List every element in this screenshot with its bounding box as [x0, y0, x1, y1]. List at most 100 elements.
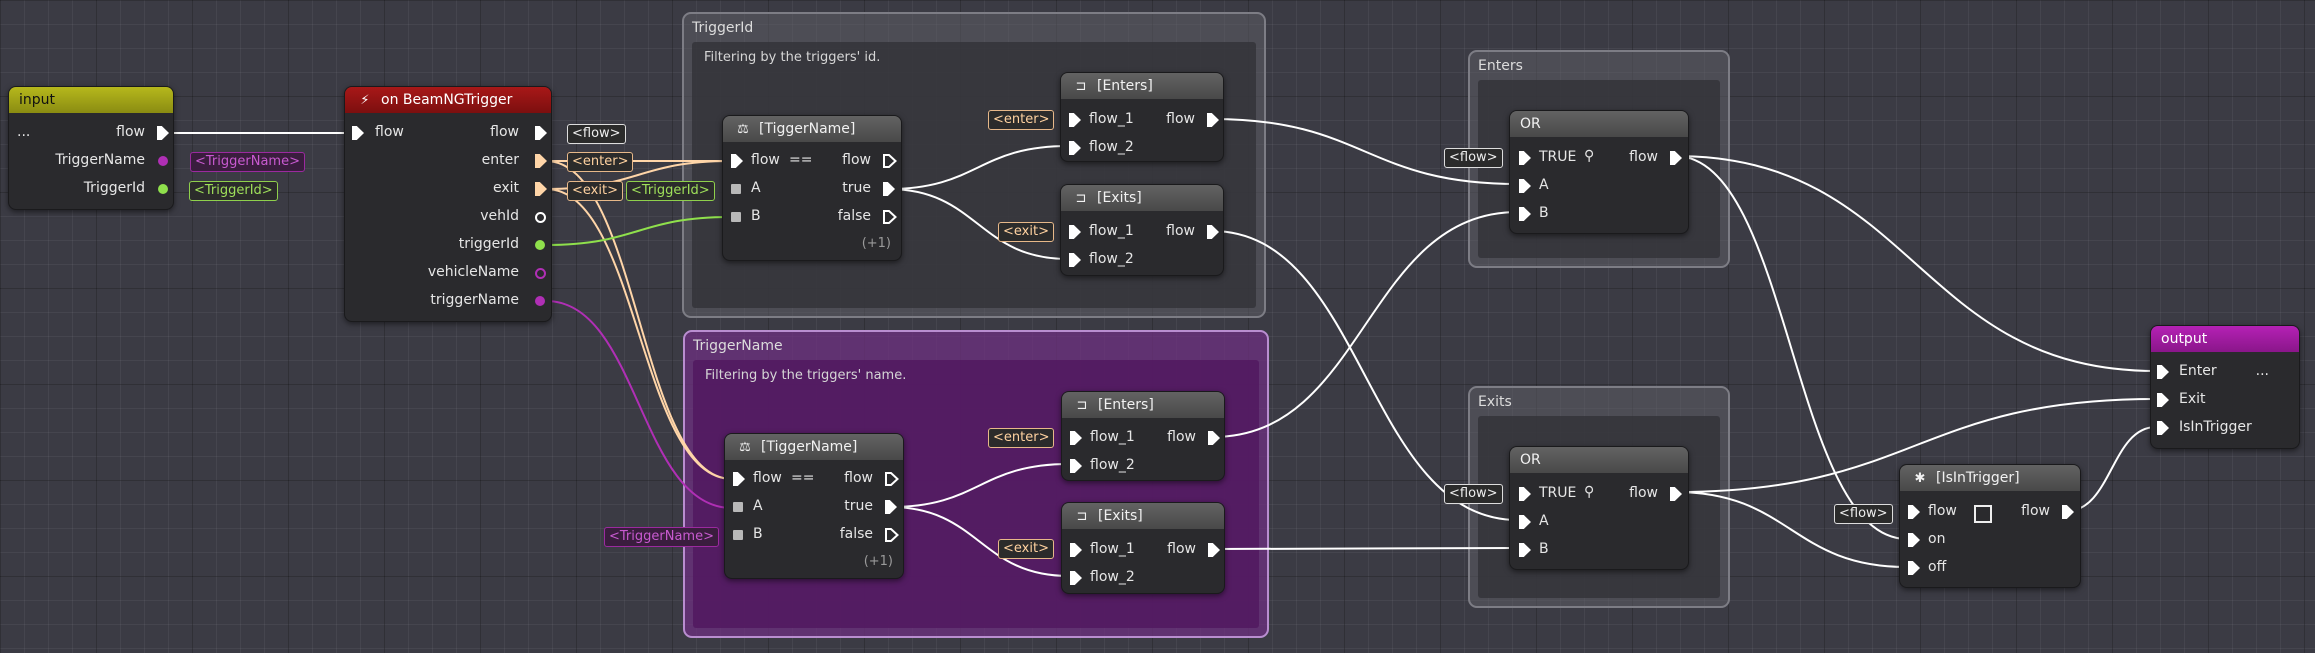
triggerid-out-pin[interactable] — [158, 184, 168, 194]
node-title: ✱[IsInTrigger] — [1900, 465, 2080, 491]
pin-label-flow: flow — [490, 124, 519, 140]
node-title-text: [Exits] — [1097, 190, 1142, 206]
false-out-pin[interactable] — [883, 210, 897, 224]
exit-out-pin[interactable] — [535, 182, 547, 196]
exit-in-pin[interactable] — [2157, 393, 2169, 407]
on-beamngtrigger-node[interactable]: ⚡on BeamNGTrigger flow flow enter exit v… — [344, 86, 552, 322]
exits-node[interactable]: ⊐[Exits] flow_1 flow flow_2 — [1060, 184, 1224, 276]
flow1-in-pin[interactable] — [1070, 431, 1082, 445]
tag-triggername: <TriggerName> — [604, 527, 719, 547]
enters-node[interactable]: ⊐[Enters] flow_1 flow flow_2 — [1060, 72, 1224, 162]
pin-label-b: B — [753, 526, 763, 542]
enter-in-pin[interactable] — [2157, 365, 2169, 379]
flow-in-pin[interactable] — [1908, 505, 1920, 519]
b-in-pin[interactable] — [1519, 207, 1531, 221]
pin-label-flow2: flow_2 — [1090, 569, 1135, 585]
pin-label-false: false — [837, 208, 871, 224]
flow2-in-pin[interactable] — [1069, 141, 1081, 155]
enters-node[interactable]: ⊐[Enters] flow_1 flow flow_2 — [1061, 391, 1225, 481]
gate-icon: ⊐ — [1076, 509, 1088, 524]
pin-label-exit: exit — [492, 180, 519, 196]
pin-label-b: B — [1539, 541, 1549, 557]
operator-label: == — [791, 470, 815, 486]
b-in-pin[interactable] — [733, 530, 743, 540]
exits-node[interactable]: ⊐[Exits] flow_1 flow flow_2 — [1061, 502, 1225, 594]
flow-out-pin[interactable] — [1208, 543, 1220, 557]
flow-out-pin[interactable] — [1670, 151, 1682, 165]
flow-out-pin[interactable] — [883, 154, 897, 168]
or-exits-node[interactable]: OR TRUE ⚲ flow A B — [1509, 446, 1689, 570]
more-pins-label[interactable]: (+1) — [863, 554, 893, 569]
flow-out-pin[interactable] — [1208, 431, 1220, 445]
true-out-pin[interactable] — [885, 500, 897, 514]
isintrigger-in-pin[interactable] — [2157, 421, 2169, 435]
flow-out-pin[interactable] — [2062, 505, 2074, 519]
pin-label-isintrigger: IsInTrigger — [2179, 419, 2252, 435]
search-icon[interactable]: ⚲ — [1584, 148, 1595, 164]
tag-triggerid: <TriggerId> — [626, 181, 715, 201]
triggername-out-pin[interactable] — [158, 156, 168, 166]
node-title: ⚡on BeamNGTrigger — [345, 87, 551, 113]
a-in-pin[interactable] — [733, 502, 743, 512]
flow-out-pin[interactable] — [1670, 487, 1682, 501]
true-out-pin[interactable] — [883, 182, 895, 196]
pin-label-flow-in: flow — [753, 470, 782, 486]
node-title-text: [TiggerName] — [761, 439, 858, 455]
value-checkbox[interactable] — [1974, 505, 1992, 523]
on-in-pin[interactable] — [1908, 533, 1920, 547]
node-title: OR — [1510, 111, 1688, 137]
pin-label-exit: Exit — [2179, 391, 2206, 407]
flow1-in-pin[interactable] — [1069, 113, 1081, 127]
flow-out-pin[interactable] — [157, 126, 169, 140]
flow2-in-pin[interactable] — [1070, 459, 1082, 473]
vehid-out-pin[interactable] — [535, 212, 546, 223]
a-in-pin[interactable] — [731, 184, 741, 194]
b-in-pin[interactable] — [731, 212, 741, 222]
compare-triggername-node[interactable]: ⚖[TiggerName] flow == flow A true B fals… — [724, 433, 904, 579]
flow2-in-pin[interactable] — [1070, 571, 1082, 585]
more-pins-label[interactable]: (+1) — [861, 236, 891, 251]
flow-out-pin[interactable] — [1207, 225, 1219, 239]
false-out-pin[interactable] — [885, 528, 899, 542]
flow1-in-pin[interactable] — [1070, 543, 1082, 557]
true-in-pin[interactable] — [1519, 151, 1531, 165]
node-title: ⊐[Exits] — [1062, 503, 1224, 529]
isintrigger-node[interactable]: ✱[IsInTrigger] flow flow on off — [1899, 464, 2081, 588]
enter-out-pin[interactable] — [535, 154, 547, 168]
off-in-pin[interactable] — [1908, 561, 1920, 575]
search-icon[interactable]: ⚲ — [1584, 484, 1595, 500]
or-enters-node[interactable]: OR TRUE ⚲ flow A B — [1509, 110, 1689, 234]
input-node[interactable]: input ... flow TriggerName TriggerId — [8, 86, 174, 210]
flow-out-pin[interactable] — [885, 472, 899, 486]
vehiclename-out-pin[interactable] — [535, 268, 546, 279]
tag-enter: <enter> — [567, 152, 634, 172]
triggername-out-pin[interactable] — [535, 296, 545, 306]
triggerid-out-pin[interactable] — [535, 240, 545, 250]
output-node[interactable]: output Enter ... Exit IsInTrigger — [2150, 325, 2300, 449]
flow1-in-pin[interactable] — [1069, 225, 1081, 239]
compare-icon: ⚖ — [737, 122, 749, 137]
pin-label-flow1: flow_1 — [1090, 541, 1135, 557]
tag-triggername: <TriggerName> — [190, 152, 305, 172]
flow-in-pin[interactable] — [352, 126, 364, 140]
b-in-pin[interactable] — [1519, 543, 1531, 557]
a-in-pin[interactable] — [1519, 179, 1531, 193]
pin-label-flow2: flow_2 — [1090, 457, 1135, 473]
compare-triggerid-node[interactable]: ⚖[TiggerName] flow == flow A true B fals… — [722, 115, 902, 261]
flow-out-pin[interactable] — [535, 126, 547, 140]
node-title: ⚖[TiggerName] — [725, 434, 903, 460]
pin-label-flow: flow — [2021, 503, 2050, 519]
pin-label-triggerid: TriggerId — [83, 180, 145, 196]
flow2-in-pin[interactable] — [1069, 253, 1081, 267]
pin-label-enter: Enter — [2179, 363, 2217, 379]
true-in-pin[interactable] — [1519, 487, 1531, 501]
node-title-text: on BeamNGTrigger — [381, 92, 513, 108]
pin-label-triggername: TriggerName — [55, 152, 145, 168]
tag-triggerid: <TriggerId> — [189, 181, 278, 201]
wire-flow — [1674, 155, 2157, 372]
gate-icon: ⊐ — [1075, 191, 1087, 206]
a-in-pin[interactable] — [1519, 515, 1531, 529]
flow-in-pin[interactable] — [731, 154, 743, 168]
flow-in-pin[interactable] — [733, 472, 745, 486]
flow-out-pin[interactable] — [1207, 113, 1219, 127]
